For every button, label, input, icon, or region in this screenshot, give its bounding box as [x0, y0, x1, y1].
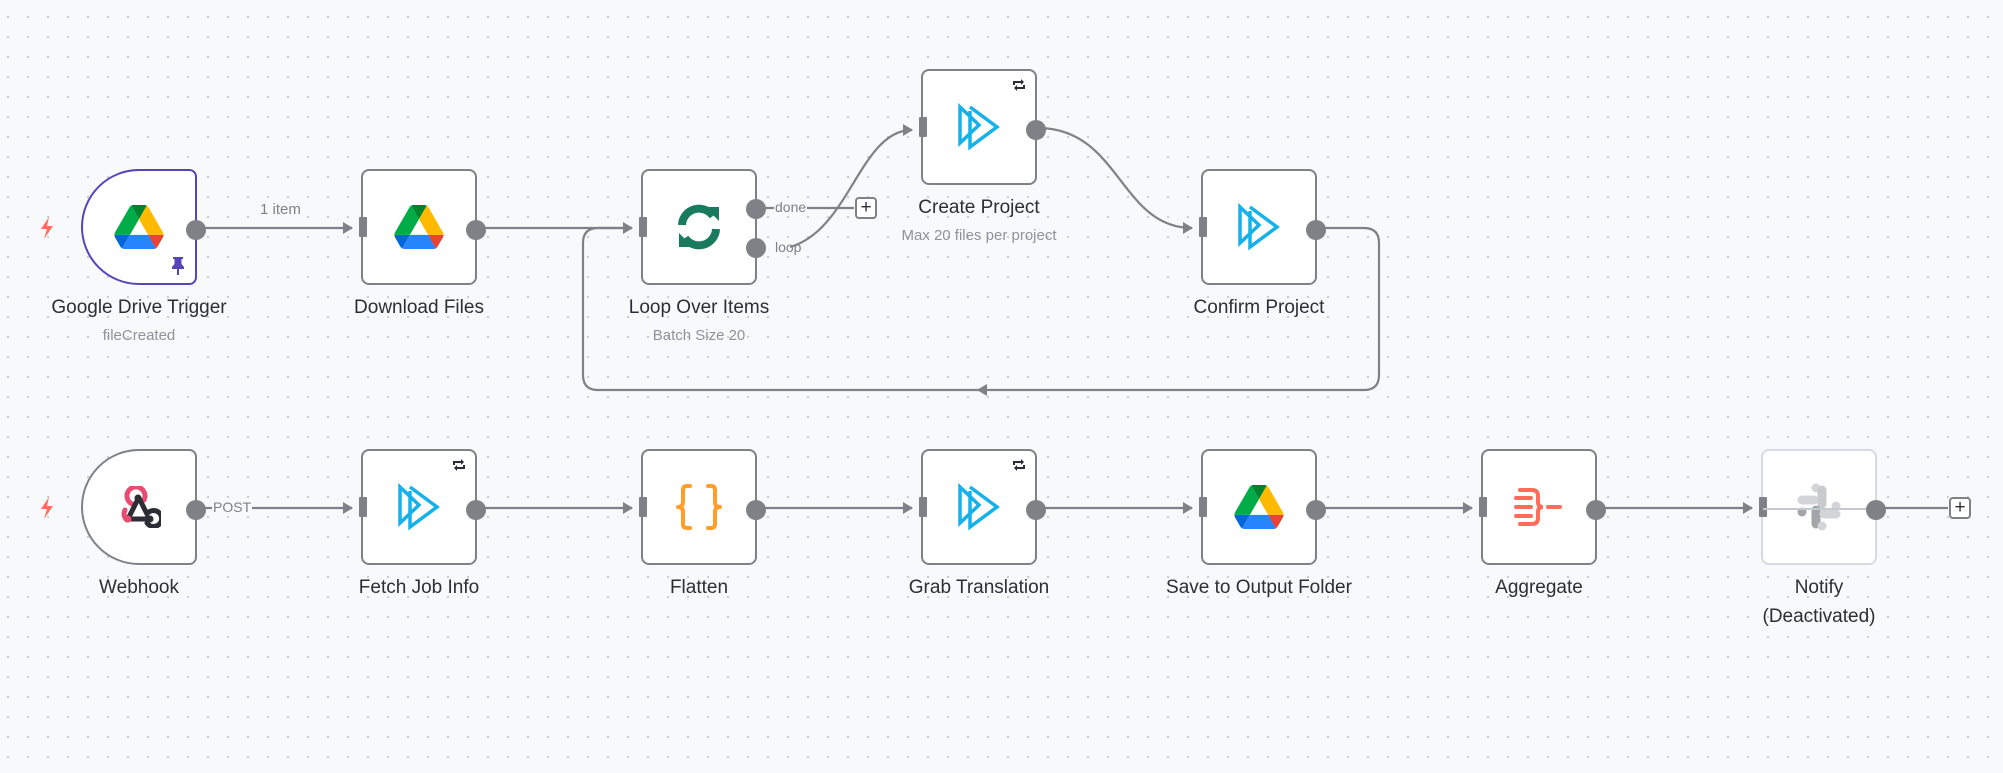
- input-handle[interactable]: [919, 497, 927, 517]
- loop-icon: [678, 204, 720, 250]
- trigger-bolt-icon: [41, 497, 53, 519]
- node-title: Notify (Deactivated): [1699, 573, 1939, 631]
- node-title: Save to Output Folder: [1166, 577, 1352, 598]
- xtm-icon: [958, 483, 1000, 531]
- output-handle[interactable]: [1586, 500, 1606, 520]
- node-loop-over-items[interactable]: [639, 169, 766, 285]
- output-handle-loop[interactable]: [746, 238, 766, 258]
- aggregate-icon: [1514, 488, 1562, 526]
- input-handle[interactable]: [639, 497, 647, 517]
- connection-loop-to-create-project[interactable]: [789, 124, 913, 249]
- output-handle[interactable]: [1306, 220, 1326, 240]
- add-node-after-done-button[interactable]: +: [855, 197, 877, 219]
- node-title: Flatten: [669, 577, 729, 598]
- webhook-icon: [121, 486, 161, 528]
- node-grab-translation[interactable]: [919, 449, 1046, 565]
- node-subtitle: Batch Size 20: [652, 327, 746, 344]
- xtm-icon: [1238, 203, 1280, 251]
- output-handle[interactable]: [1026, 120, 1046, 140]
- output-handle[interactable]: [466, 500, 486, 520]
- node-title: Aggregate: [1495, 577, 1583, 598]
- output-handle[interactable]: [1306, 500, 1326, 520]
- node-save-to-output-folder[interactable]: [1199, 449, 1326, 565]
- node-flatten[interactable]: [639, 449, 766, 565]
- add-node-after-notify-button[interactable]: +: [1949, 497, 1971, 519]
- node-aggregate[interactable]: [1479, 449, 1606, 565]
- node-title: Create Project: [918, 197, 1040, 218]
- input-handle[interactable]: [1479, 497, 1487, 517]
- output-label-done: done: [774, 199, 808, 215]
- input-handle[interactable]: [639, 217, 647, 237]
- google-drive-icon: [114, 205, 164, 249]
- node-download-files[interactable]: [359, 169, 486, 285]
- output-handle[interactable]: [746, 500, 766, 520]
- retry-icon: [1013, 79, 1025, 91]
- node-title-line: Notify: [1794, 577, 1844, 598]
- output-handle[interactable]: [1026, 500, 1046, 520]
- node-subtitle: fileCreated: [102, 327, 176, 344]
- google-drive-icon: [394, 205, 444, 249]
- node-notify[interactable]: [1759, 449, 1886, 565]
- trigger-bolt-icon: [41, 217, 53, 239]
- node-webhook[interactable]: [81, 449, 206, 565]
- output-handle[interactable]: [186, 500, 206, 520]
- input-handle[interactable]: [1199, 497, 1207, 517]
- xtm-icon: [398, 483, 440, 531]
- node-google-drive-trigger[interactable]: [81, 169, 206, 285]
- node-fetch-job-info[interactable]: [359, 449, 486, 565]
- retry-icon: [1013, 459, 1025, 471]
- output-handle[interactable]: [466, 220, 486, 240]
- node-title: Fetch Job Info: [358, 577, 480, 598]
- node-title: Webhook: [99, 577, 179, 598]
- retry-icon: [453, 459, 465, 471]
- input-handle[interactable]: [1199, 217, 1207, 237]
- output-handle[interactable]: [1866, 500, 1886, 520]
- pin-icon[interactable]: [171, 257, 185, 275]
- node-title: Loop Over Items: [628, 297, 770, 318]
- code-braces-icon: [676, 484, 722, 530]
- input-handle[interactable]: [919, 117, 927, 137]
- input-handle[interactable]: [359, 217, 367, 237]
- node-title: Google Drive Trigger: [51, 297, 227, 318]
- input-handle[interactable]: [359, 497, 367, 517]
- edge-label-method: POST: [212, 499, 253, 515]
- slack-icon: [1797, 483, 1841, 531]
- google-drive-icon: [1234, 485, 1284, 529]
- input-handle[interactable]: [1759, 497, 1767, 517]
- output-handle[interactable]: [186, 220, 206, 240]
- output-handle-done[interactable]: [746, 199, 766, 219]
- edge-label-items: 1 item: [259, 201, 302, 218]
- xtm-icon: [958, 103, 1000, 151]
- output-label-loop: loop: [775, 239, 802, 255]
- node-confirm-project[interactable]: [1199, 169, 1326, 285]
- node-subtitle: Max 20 files per project: [901, 227, 1057, 244]
- node-title: Download Files: [354, 297, 484, 318]
- node-create-project[interactable]: [919, 69, 1046, 185]
- node-status-label: (Deactivated): [1762, 606, 1876, 627]
- connection-create-to-confirm[interactable]: [1037, 126, 1193, 234]
- node-title: Grab Translation: [908, 577, 1050, 598]
- deactivated-strike-line: [1763, 508, 1875, 510]
- node-title: Confirm Project: [1193, 297, 1325, 318]
